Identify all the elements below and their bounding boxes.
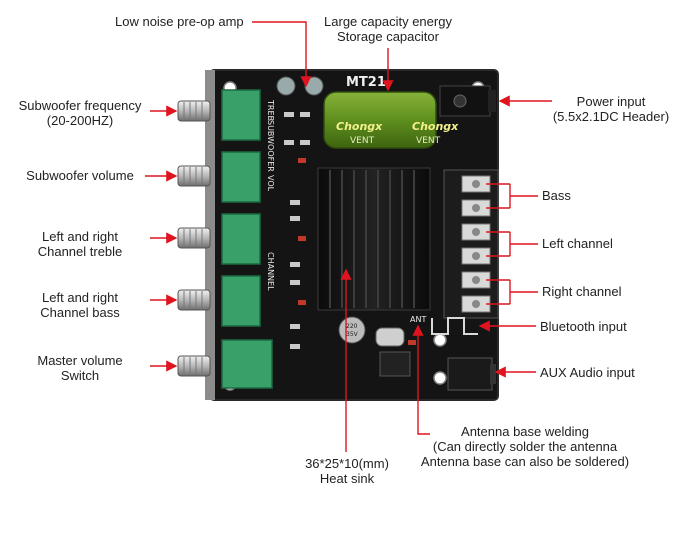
label-antenna: Antenna base welding (Can directly solde…: [420, 424, 630, 469]
label-lr-treble-line2: Channel treble: [37, 244, 123, 259]
label-bluetooth-input: Bluetooth input: [540, 319, 627, 334]
potentiometers: [221, 89, 273, 389]
label-energy-capacitor-line1: Large capacity energy: [324, 14, 452, 29]
label-lr-treble: Left and right Channel treble: [6, 229, 154, 259]
amplifier-board: TREB SUBWOOFER VOL CHANNEL MT21 Chongx C…: [177, 69, 499, 401]
label-lr-bass-line2: Channel bass: [40, 305, 120, 320]
label-master-volume: Master volume Switch: [6, 353, 154, 383]
mount-hole: [433, 371, 447, 385]
pot-subwoofer-freq: [221, 89, 261, 141]
label-low-noise: Low noise pre-op amp: [115, 14, 244, 29]
small-cap-label: 35V: [346, 331, 359, 338]
aux-jack: [447, 357, 496, 391]
label-energy-capacitor-line2: Storage capacitor: [337, 29, 439, 44]
label-power-input-line1: Power input: [576, 94, 646, 109]
pot-master-volume: [221, 339, 273, 389]
label-lr-bass-line1: Left and right: [42, 290, 118, 305]
board-model: MT21: [346, 75, 386, 90]
label-lr-treble-line1: Left and right: [42, 229, 118, 244]
knob-subwoofer-volume: [177, 165, 211, 187]
knob-master-volume: [177, 355, 211, 377]
silk-vol: VOL: [266, 175, 275, 192]
label-heat-sink: 36*25*10(mm) Heat sink: [282, 456, 412, 486]
label-antenna-line2: (Can directly solder the antenna: [432, 439, 618, 454]
label-antenna-line1: Antenna base welding: [461, 424, 589, 439]
label-heat-sink-line2: Heat sink: [319, 471, 375, 486]
silk-ant: ANT: [410, 315, 426, 324]
label-subwoofer-frequency: Subwoofer frequency (20-200HZ): [6, 98, 154, 128]
silk-subwoofer: SUBWOOFER: [266, 120, 275, 172]
label-antenna-line3: Antenna base can also be soldered): [420, 454, 630, 469]
capacitor-brand-right: Chongx: [412, 120, 459, 133]
bluetooth-chip: [379, 351, 411, 377]
label-subwoofer-frequency-line1: Subwoofer frequency: [18, 98, 142, 113]
knob-bass: [177, 289, 211, 311]
label-master-volume-line2: Switch: [60, 368, 100, 383]
label-energy-capacitor: Large capacity energy Storage capacitor: [318, 14, 458, 44]
label-lr-bass: Left and right Channel bass: [6, 290, 154, 320]
capacitor-vent-left: VENT: [350, 136, 375, 146]
label-subwoofer-frequency-line2: (20-200HZ): [46, 113, 114, 128]
pot-treble: [221, 213, 261, 265]
energy-capacitor: Chongx Chongx VENT VENT: [323, 91, 459, 149]
small-capacitor: [304, 76, 324, 96]
capacitor-220uf: [338, 316, 366, 344]
speaker-terminals: [443, 169, 499, 319]
small-cap-label: 220: [346, 323, 358, 330]
bluetooth-antenna-trace: [431, 317, 478, 335]
smd-components: [284, 112, 310, 349]
dc-power-jack: [439, 85, 496, 117]
arrow-antenna: [412, 324, 430, 435]
knobs: [177, 100, 211, 377]
heat-sink: [317, 167, 431, 311]
label-master-volume-line1: Master volume: [37, 353, 123, 368]
capacitor-brand: Chongx: [336, 120, 383, 133]
label-heat-sink-line1: 36*25*10(mm): [305, 456, 389, 471]
crystal: [375, 327, 405, 347]
pot-bass: [221, 275, 261, 327]
label-power-input-line2: (5.5x2.1DC Header): [552, 109, 670, 124]
silk-channel: CHANNEL: [266, 252, 275, 291]
label-aux-input: AUX Audio input: [540, 365, 635, 380]
label-left-channel: Left channel: [542, 236, 613, 251]
label-power-input: Power input (5.5x2.1DC Header): [536, 94, 686, 124]
small-capacitor: [276, 76, 296, 96]
knob-treble: [177, 227, 211, 249]
pot-subwoofer-volume: [221, 151, 261, 203]
callout-lines: [145, 21, 552, 452]
label-bass: Bass: [542, 188, 571, 203]
mount-hole: [433, 333, 447, 347]
capacitor-vent-right: VENT: [416, 136, 441, 146]
label-subwoofer-volume: Subwoofer volume: [26, 168, 134, 183]
label-right-channel: Right channel: [542, 284, 622, 299]
knob-subwoofer-freq: [177, 100, 211, 122]
silk-treb: TREB: [266, 99, 275, 121]
arrow-low-noise: [252, 21, 312, 88]
